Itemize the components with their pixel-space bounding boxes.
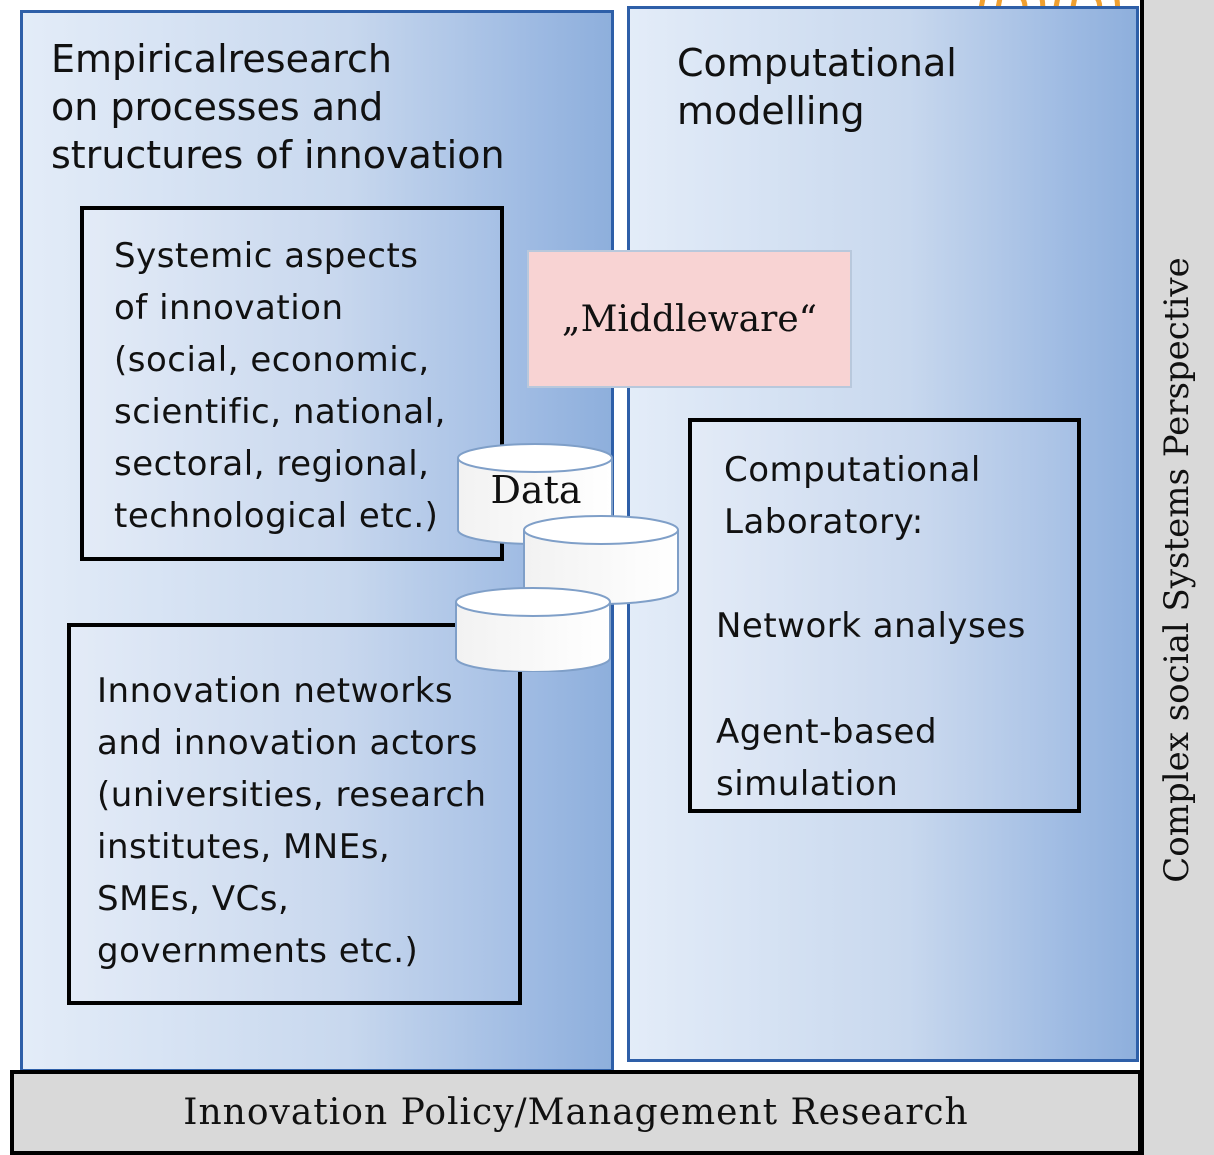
computational-modelling-title: Computational modelling <box>677 41 957 133</box>
systemic-aspects-text: Systemic aspects of innovation (social, … <box>114 236 446 536</box>
data-cylinder-middle <box>523 515 679 605</box>
innovation-policy-bar: Innovation Policy/Management Research <box>10 1070 1142 1155</box>
data-cylinder-bottom <box>455 587 611 672</box>
innovation-policy-label: Innovation Policy/Management Research <box>183 1092 969 1133</box>
innovation-networks-box: Innovation networks and innovation actor… <box>67 623 522 1005</box>
computational-laboratory-title: Computational Laboratory: <box>724 450 981 542</box>
complex-social-systems-label: Complex social Systems Perspective <box>1157 257 1197 883</box>
complex-social-systems-strip: Complex social Systems Perspective <box>1140 0 1214 1155</box>
computational-laboratory-box: Computational Laboratory: Network analys… <box>688 418 1081 813</box>
agent-based-simulation-item: Agent-based simulation <box>716 712 938 804</box>
empirical-research-title: Empiricalresearch on processes and struc… <box>51 37 505 177</box>
network-analyses-item: Network analyses <box>716 606 1026 646</box>
data-cylinders <box>455 443 679 672</box>
middleware-box: „Middleware“ <box>527 250 852 388</box>
innovation-networks-text: Innovation networks and innovation actor… <box>97 671 487 971</box>
middleware-label: „Middleware“ <box>561 298 818 340</box>
systemic-aspects-box: Systemic aspects of innovation (social, … <box>80 206 504 561</box>
data-label: Data <box>490 468 582 512</box>
